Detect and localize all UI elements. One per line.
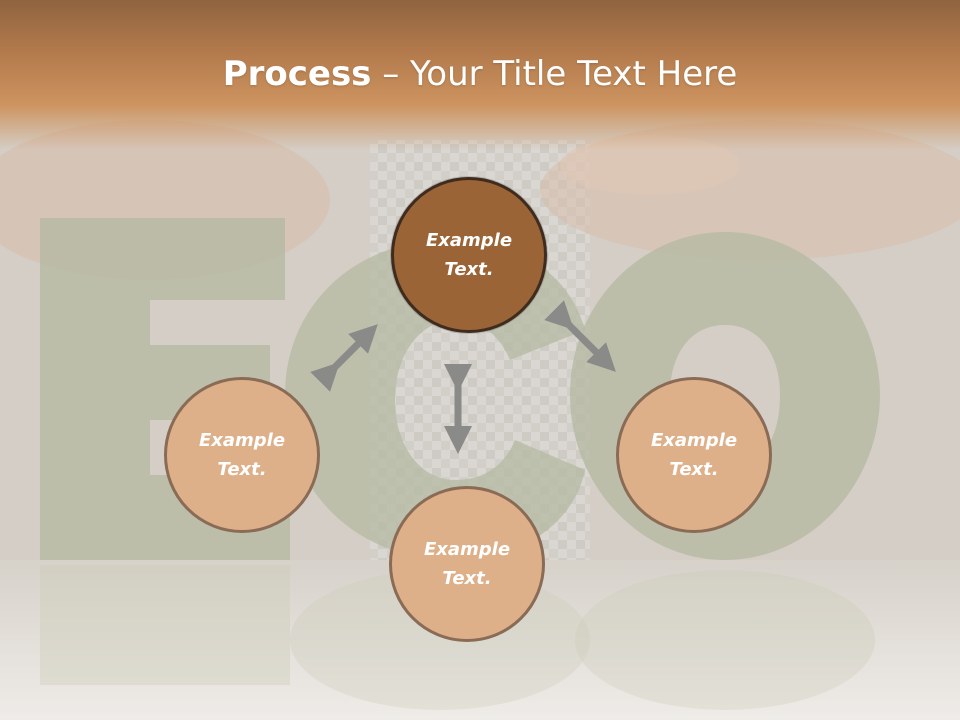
circle-top-line1: Example xyxy=(425,230,513,251)
process-circle-bottom[interactable]: Example Text. xyxy=(389,486,545,642)
slide-title[interactable]: Process – Your Title Text Here xyxy=(0,52,960,96)
circle-left-line1: Example xyxy=(198,430,286,451)
arrow-top-right xyxy=(544,300,616,372)
title-bold-part: Process xyxy=(222,54,372,94)
circle-right-line1: Example xyxy=(650,430,738,451)
circle-right-line2: Text. xyxy=(669,459,719,480)
title-bar xyxy=(0,0,960,150)
circle-top-line2: Text. xyxy=(444,259,494,280)
circle-bottom-line1: Example xyxy=(423,539,511,560)
title-rest: – Your Title Text Here xyxy=(371,54,738,94)
arrow-top-left xyxy=(310,324,378,392)
process-circle-left[interactable]: Example Text. xyxy=(164,377,320,533)
circle-bottom-line2: Text. xyxy=(442,568,492,589)
circle-left-line2: Text. xyxy=(217,459,267,480)
process-circle-right[interactable]: Example Text. xyxy=(616,377,772,533)
process-circle-top[interactable]: Example Text. xyxy=(391,177,547,333)
